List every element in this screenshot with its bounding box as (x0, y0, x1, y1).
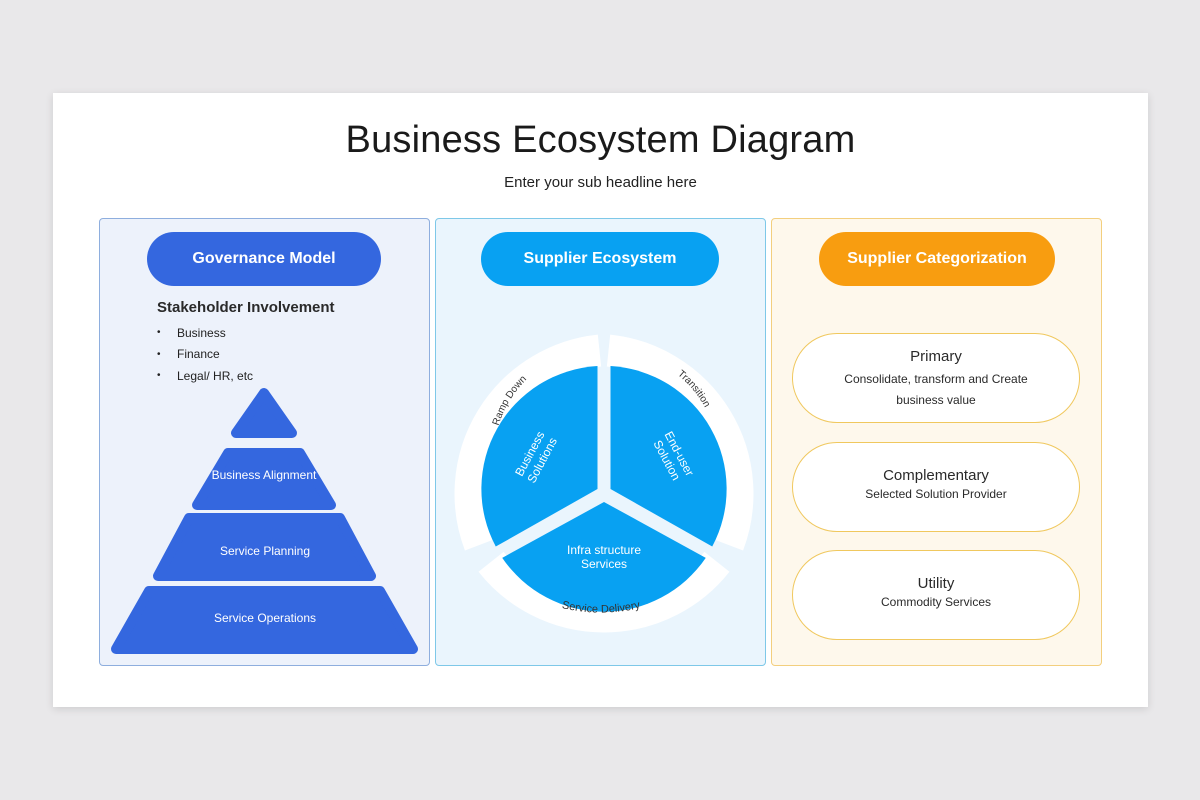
governance-header: Governance Model (147, 232, 381, 286)
categorization-header: Supplier Categorization (819, 232, 1055, 286)
governance-pyramid (111, 388, 418, 654)
category-card-utility: Utility Commodity Services (792, 550, 1080, 640)
stakeholder-list: •Business •Finance •Legal/ HR, etc (157, 322, 253, 387)
segment-enduser-solution (610, 366, 727, 547)
pyramid-level-1 (231, 388, 297, 438)
page-title: Business Ecosystem Diagram (345, 119, 856, 161)
category-card-complementary: Complementary Selected Solution Provider (792, 442, 1080, 532)
pyramid-label-service-operations: Service Operations (213, 611, 317, 625)
pyramid-label-service-planning: Service Planning (219, 544, 311, 558)
supplier-header: Supplier Ecosystem (481, 232, 719, 286)
category-title: Primary (910, 348, 962, 365)
supplier-panel: Supplier Ecosystem Ramp Down (435, 218, 766, 666)
pyramid-level-3 (153, 513, 376, 581)
category-title: Utility (917, 575, 955, 592)
pyramid-level-4 (111, 586, 418, 654)
category-desc: Selected Solution Provider (865, 487, 1007, 501)
segment-label-infrastructure-services: Infra structure Services (566, 543, 642, 571)
ring-label-service-delivery: Service Delivery (561, 599, 642, 616)
category-title: Complementary (883, 467, 989, 484)
pyramid-level-2 (192, 448, 336, 510)
categorization-panel: Supplier Categorization Primary Consolid… (771, 218, 1102, 666)
page-subtitle: Enter your sub headline here (504, 174, 697, 191)
pyramid-label-business-alignment: Business Alignment (211, 468, 317, 482)
ring-segment-left (454, 334, 602, 551)
list-item: •Finance (157, 347, 220, 362)
ring-segment-right (606, 334, 754, 551)
segment-business-solutions (481, 366, 598, 547)
supplier-wheel: Ramp Down Transition Service Delivery (454, 334, 754, 633)
category-card-primary: Primary Consolidate, transform and Creat… (792, 333, 1080, 423)
list-item: •Legal/ HR, etc (157, 368, 254, 383)
governance-panel: Governance Model Stakeholder Involvement… (99, 218, 430, 666)
category-desc: Consolidate, transform and Create busine… (844, 372, 1028, 407)
stakeholder-title: Stakeholder Involvement (157, 299, 335, 316)
category-desc: Commodity Services (880, 595, 992, 609)
ring-segment-bottom (478, 551, 730, 633)
segment-infrastructure-services (502, 502, 706, 612)
slide: Business Ecosystem Diagram Enter your su… (53, 93, 1148, 707)
list-item: •Business (157, 325, 226, 340)
